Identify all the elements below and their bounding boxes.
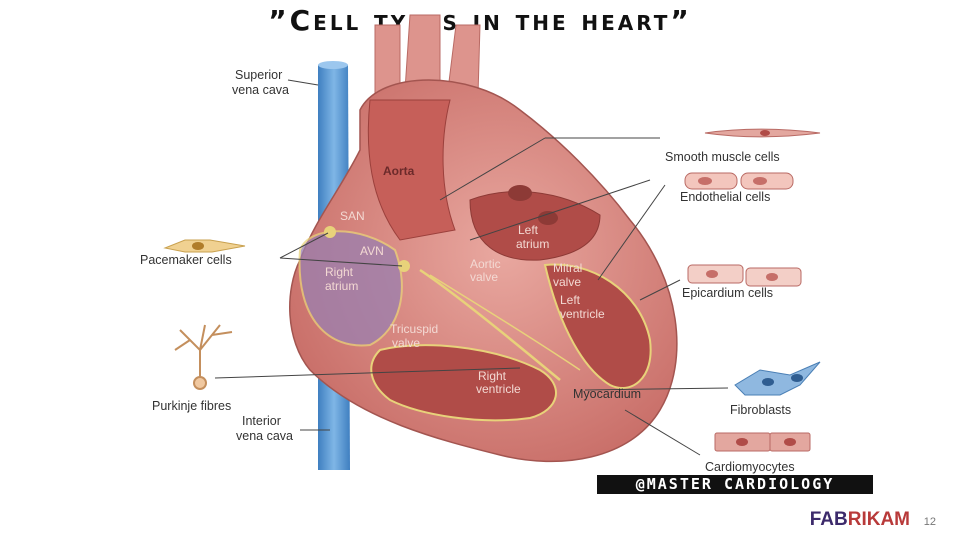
endothelial-cell-icon — [685, 173, 793, 189]
label-pacemaker-cells: Pacemaker cells — [140, 253, 232, 267]
pulmonary-vein-opening-2 — [538, 211, 558, 225]
label-fibroblasts: Fibroblasts — [730, 403, 791, 417]
label-right-ventricle-1: Right — [478, 369, 507, 383]
label-epicardium-cells: Epicardium cells — [682, 286, 773, 300]
watermark: @MASTER CARDIOLOGY — [597, 475, 873, 494]
label-mitral-valve-2: valve — [553, 275, 581, 289]
pacemaker-cell-icon — [165, 240, 245, 252]
label-superior-vena-cava-1: Superior — [235, 68, 282, 82]
label-left-atrium-1: Left — [518, 223, 539, 237]
san-node — [324, 226, 336, 238]
label-myocardium: Myocardium — [573, 387, 641, 401]
label-tricuspid-valve-2: valve — [392, 336, 420, 350]
cardiomyocyte-icon — [715, 433, 810, 451]
label-superior-vena-cava-2: vena cava — [232, 83, 289, 97]
label-right-atrium-1: Right — [325, 265, 354, 279]
label-cardiomyocytes: Cardiomyocytes — [705, 460, 795, 474]
page-number: 12 — [924, 516, 936, 528]
label-right-ventricle-2: ventricle — [476, 382, 521, 396]
smooth-muscle-cell-icon — [705, 129, 820, 137]
label-endothelial-cells: Endothelial cells — [680, 190, 770, 204]
fibroblast-icon — [735, 362, 820, 395]
label-inferior-vena-cava-2: vena cava — [236, 429, 293, 443]
brand-logo: FABRIKAM — [810, 509, 910, 531]
label-left-ventricle-2: ventricle — [560, 307, 605, 321]
label-avn: AVN — [360, 244, 384, 258]
label-smooth-muscle-cells: Smooth muscle cells — [665, 150, 780, 164]
label-aorta: Aorta — [383, 164, 415, 178]
brand-part-2: RIKAM — [848, 509, 910, 530]
brand-part-1: FAB — [810, 509, 848, 530]
epicardium-cell-icon — [688, 265, 801, 286]
label-right-atrium-2: atrium — [325, 279, 358, 293]
label-san: SAN — [340, 209, 365, 223]
label-purkinje-fibres: Purkinje fibres — [152, 399, 231, 413]
label-aortic-valve-2: valve — [470, 270, 498, 284]
label-inferior-vena-cava-1: Interior — [242, 414, 281, 428]
vena-cava-top — [318, 61, 348, 69]
purkinje-fibre-icon — [175, 325, 232, 389]
label-aortic-valve-1: Aortic — [470, 257, 501, 271]
label-tricuspid-valve-1: Tricuspid — [390, 322, 438, 336]
label-mitral-valve-1: Mitral — [553, 261, 582, 275]
label-left-ventricle-1: Left — [560, 293, 581, 307]
pulmonary-vein-opening — [508, 185, 532, 201]
label-left-atrium-2: atrium — [516, 237, 549, 251]
